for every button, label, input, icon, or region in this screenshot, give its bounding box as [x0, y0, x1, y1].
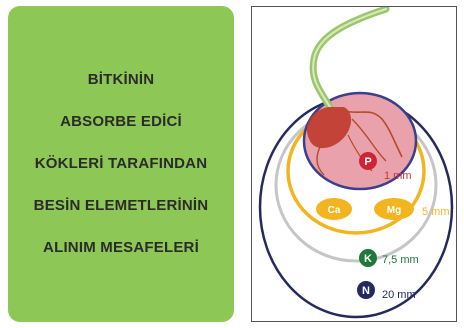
- root-zone-svg: P 1 mm Ca Mg 5 mm K 7,5 mm N 20 mm: [258, 7, 454, 319]
- ca-nutrient-symbol: Ca: [328, 205, 341, 216]
- p-nutrient-badge: [359, 152, 377, 170]
- title-line-3: KÖKLERİ TARAFINDAN: [34, 155, 208, 172]
- title-line-4: BESİN ELEMETLERİNİN: [33, 197, 209, 214]
- plant-stem-highlight: [312, 8, 387, 108]
- title-line-5: ALINIM MESAFELERİ: [43, 239, 199, 256]
- p-nutrient-symbol: P: [364, 156, 371, 168]
- ca-mg-distance-label: 5 mm: [422, 206, 450, 218]
- root-hair-2: [351, 118, 387, 162]
- root-hair-1: [343, 110, 403, 158]
- root-zone-diagram: P 1 mm Ca Mg 5 mm K 7,5 mm N 20 mm: [251, 6, 457, 322]
- title-line-1: BİTKİNİN: [87, 71, 155, 88]
- k-distance-label: 7,5 mm: [382, 254, 419, 266]
- plant-root: [306, 107, 352, 149]
- n-nutrient-symbol: N: [362, 285, 370, 297]
- p-distance-label: 1 mm: [384, 170, 412, 182]
- k-nutrient-symbol: K: [364, 253, 372, 265]
- title-line-2: ABSORBE EDİCİ: [60, 113, 182, 130]
- ca-nutrient-badge: [316, 198, 352, 220]
- k-nutrient-badge: [359, 249, 377, 267]
- mg-nutrient-symbol: Mg: [387, 205, 401, 216]
- root-hair-3: [316, 142, 325, 176]
- title-card: BİTKİNİN ABSORBE EDİCİ KÖKLERİ TARAFINDA…: [8, 6, 234, 322]
- mg-nutrient-badge: [374, 198, 414, 220]
- n-nutrient-badge: [357, 281, 375, 299]
- n-distance-label: 20 mm: [382, 289, 416, 301]
